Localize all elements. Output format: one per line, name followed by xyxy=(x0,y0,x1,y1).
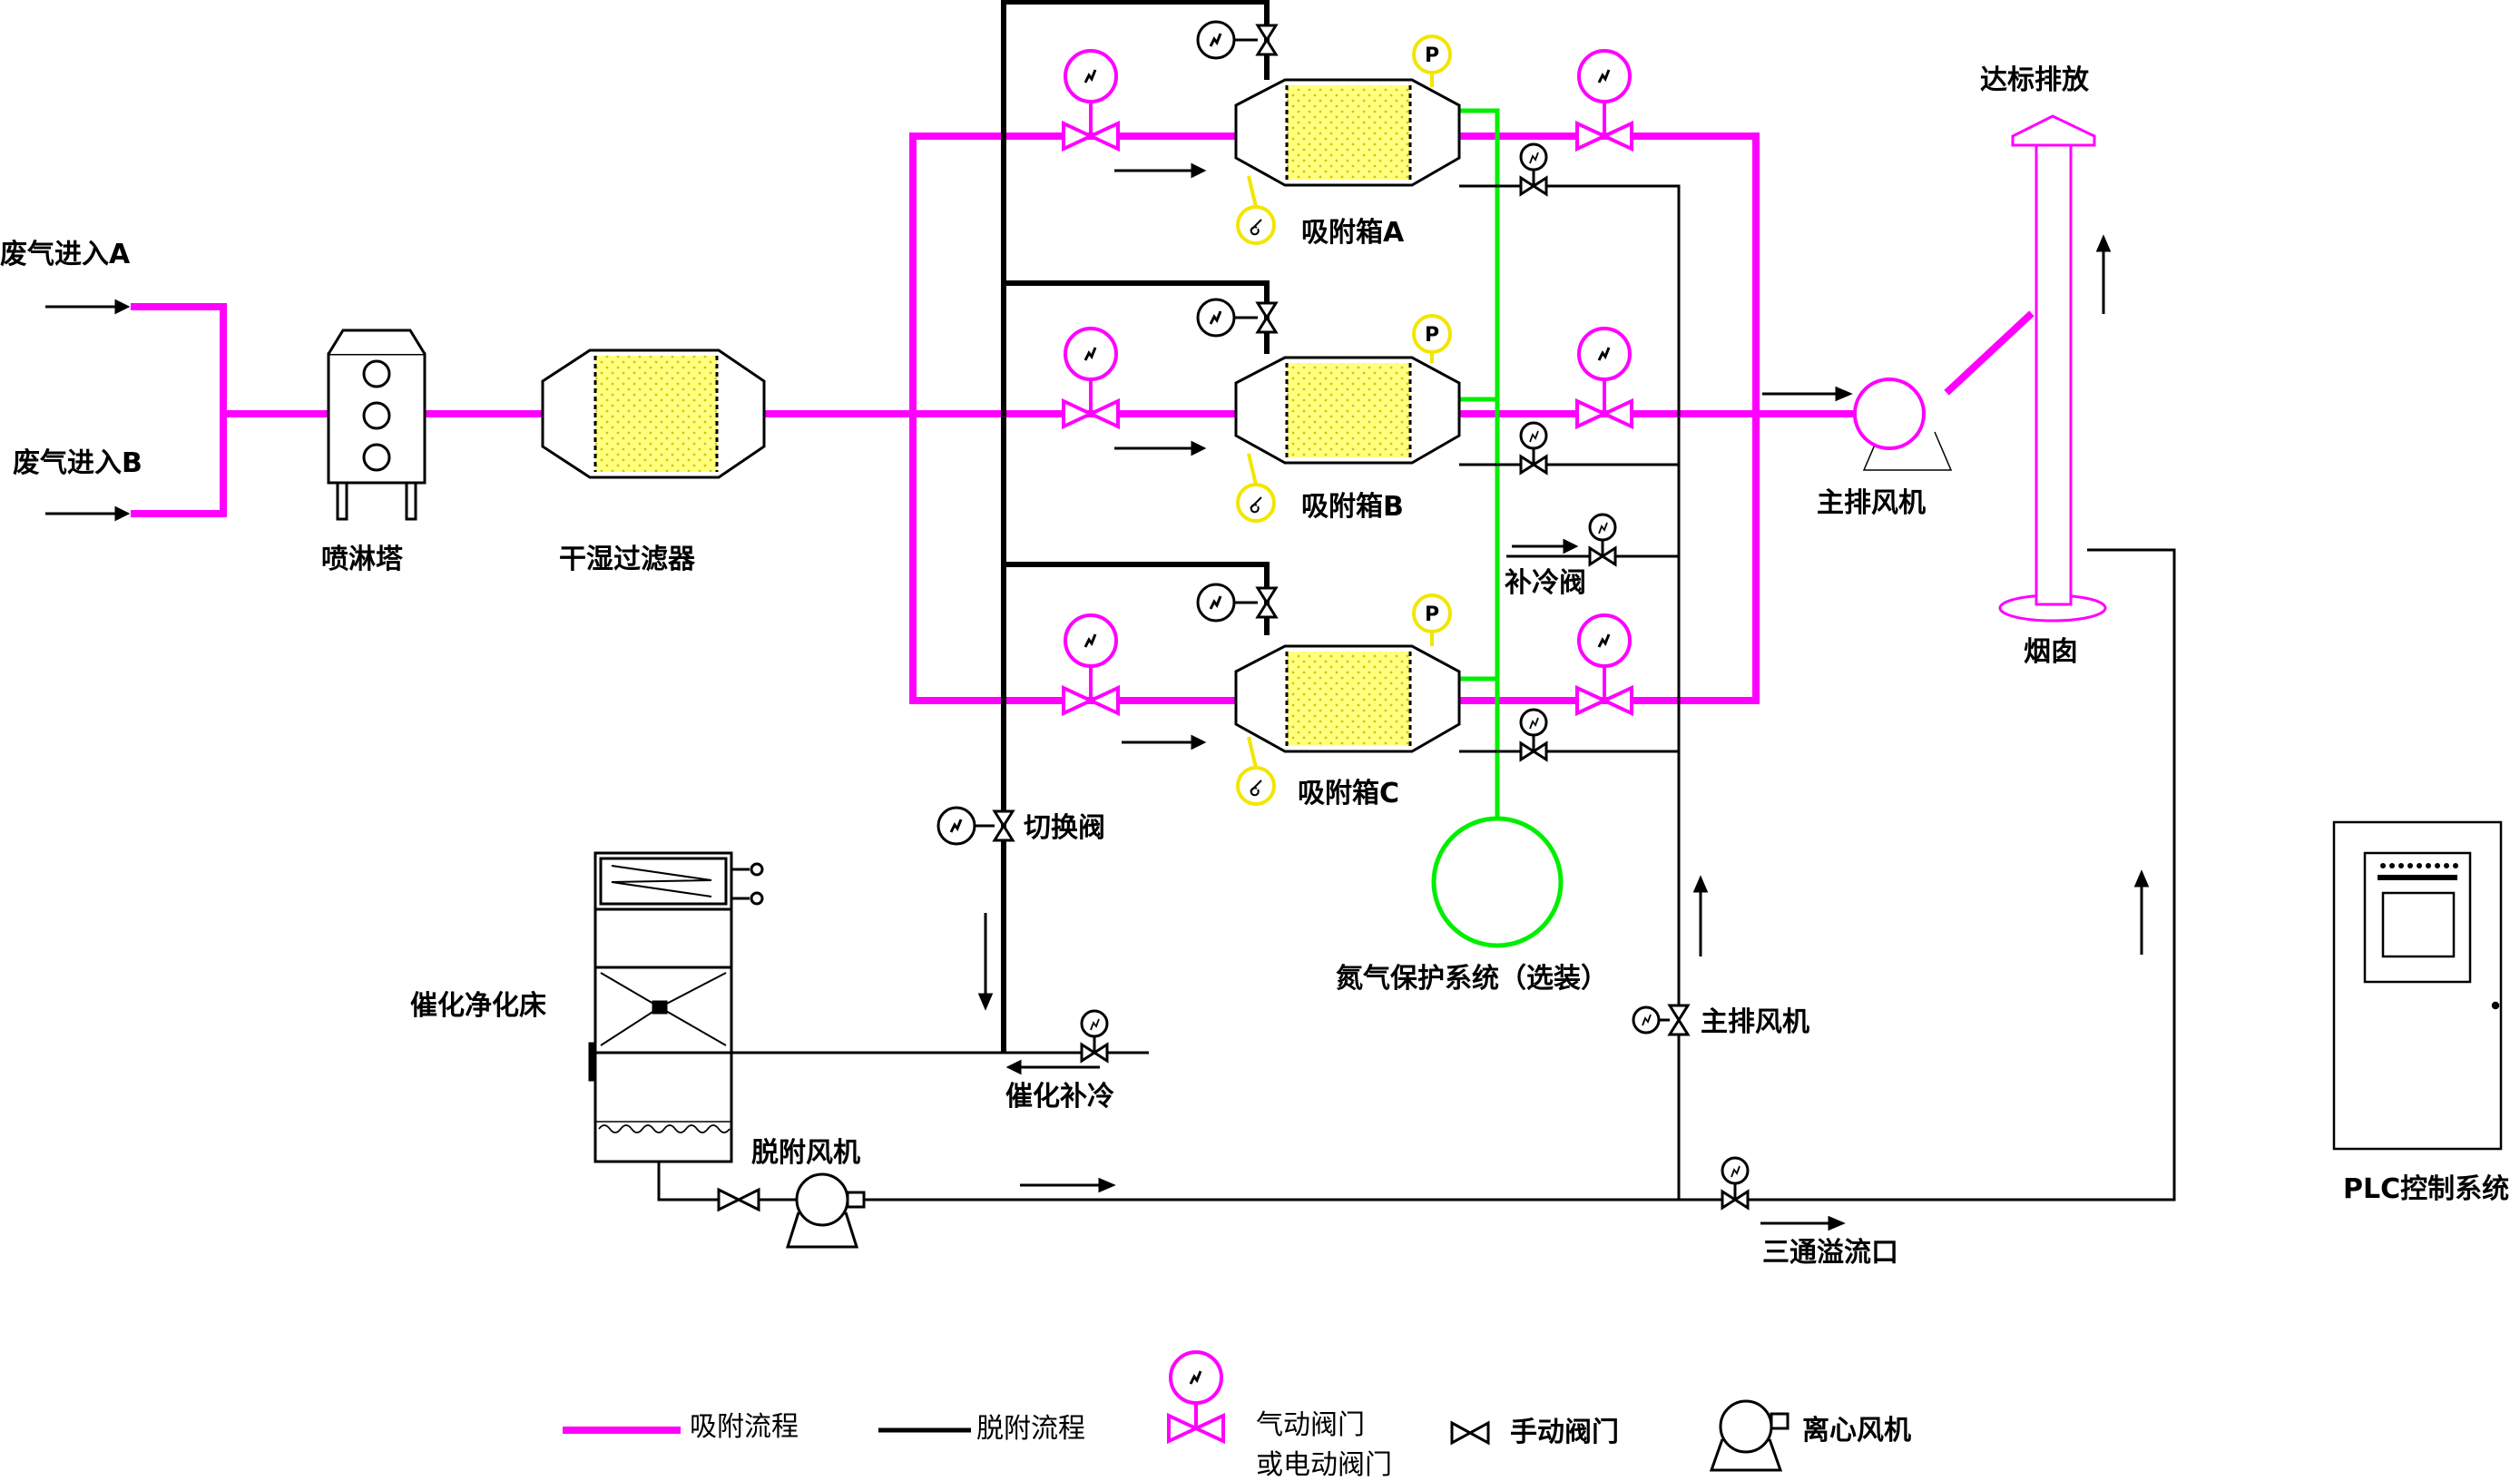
valve-actuator-marks xyxy=(949,32,1222,834)
cooling-valve-label: 补冷阀 xyxy=(1505,567,1586,599)
discharge-label: 达标排放 xyxy=(1980,64,2090,96)
inlet-b-label: 废气进入B xyxy=(13,447,142,479)
main-exhaust-fan xyxy=(1853,378,1953,471)
legend: 吸附流程 脱附流程 气动阀门 或电动阀门 手动阀门 离心风机 xyxy=(563,1350,1911,1481)
adsorption-box-b xyxy=(1234,356,1461,465)
legend-auto-valve-1: 气动阀门 xyxy=(1256,1409,1365,1441)
main-fan-valve-label: 主排风机 xyxy=(1701,1006,1809,1038)
adsorption-box-c xyxy=(1234,644,1461,753)
adsorption-box-a xyxy=(1234,78,1461,187)
pressure-gauges xyxy=(1236,34,1452,806)
dry-wet-filter xyxy=(541,348,766,479)
small-valve-marks xyxy=(1090,152,1740,1178)
catalytic-bed xyxy=(588,851,764,1163)
pressure-label: P xyxy=(1425,44,1439,67)
box-a-label: 吸附箱A xyxy=(1301,217,1405,249)
plc-label: PLC控制系统 xyxy=(2343,1173,2509,1205)
legend-desorption: 脱附流程 xyxy=(976,1413,1085,1445)
nitrogen-tank xyxy=(1431,816,1564,948)
plc-cabinet xyxy=(2332,820,2503,1151)
box-c-label: 吸附箱C xyxy=(1298,778,1399,809)
overflow-label: 三通溢流口 xyxy=(1762,1237,1898,1269)
spray-tower-label: 喷淋塔 xyxy=(321,544,404,575)
box-b-label: 吸附箱B xyxy=(1301,491,1404,523)
nitrogen-label: 氮气保护系统（选装） xyxy=(1336,963,1608,995)
chimney-label: 烟囱 xyxy=(2024,636,2078,668)
desorption-fan-label: 脱附风机 xyxy=(751,1137,860,1169)
pressure-label: P xyxy=(1425,324,1439,347)
desorption-valves xyxy=(717,20,1750,1212)
legend-manual-valve: 手动阀门 xyxy=(1510,1417,1619,1448)
desorption-pipes xyxy=(1001,0,1270,1053)
pressure-gauge-marks xyxy=(1250,219,1262,797)
chimney xyxy=(1998,114,2107,623)
switch-valve-label: 切换阀 xyxy=(1024,812,1105,844)
inlet-a-label: 废气进入A xyxy=(0,239,131,270)
flow-arrows xyxy=(45,162,2150,1231)
legend-auto-valve-2: 或电动阀门 xyxy=(1256,1449,1392,1481)
nitrogen-pipes xyxy=(1459,108,1500,817)
desorption-fan xyxy=(785,1172,866,1249)
desorption-thin-pipes xyxy=(657,184,2176,1201)
pressure-label: P xyxy=(1425,603,1439,626)
main-fan-label: 主排风机 xyxy=(1817,487,1926,519)
catalytic-cooling-label: 催化补冷 xyxy=(1005,1081,1114,1113)
legend-adsorption: 吸附流程 xyxy=(690,1411,799,1443)
catalytic-bed-label: 催化净化床 xyxy=(410,990,546,1022)
legend-centrifugal-fan: 离心风机 xyxy=(1802,1415,1911,1447)
spray-tower xyxy=(327,329,427,521)
filter-label: 干湿过滤器 xyxy=(559,544,696,575)
